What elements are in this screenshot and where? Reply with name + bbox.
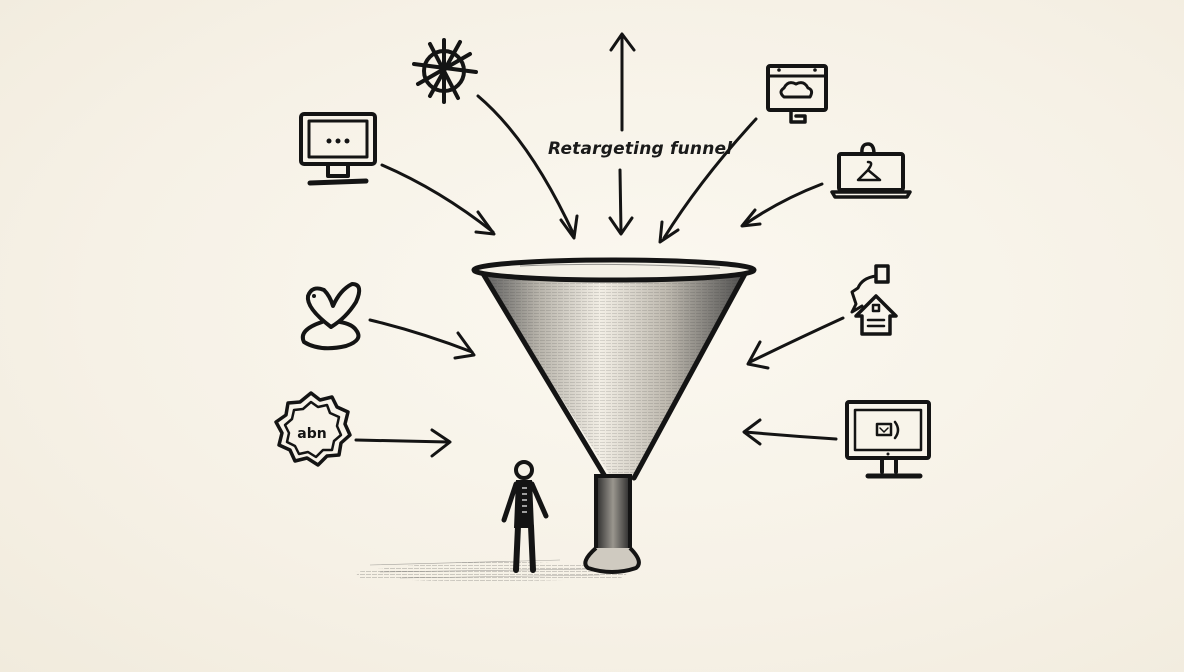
abn-badge-icon [274, 391, 352, 467]
laptop-hanger-icon [830, 142, 912, 199]
arrow-cloud-browser [658, 117, 758, 244]
funnel-icon [471, 257, 757, 574]
ships-wheel-icon [412, 38, 478, 104]
arrow-laptop-hanger [740, 182, 824, 228]
ground-shadow [355, 559, 627, 581]
person-icon [501, 460, 549, 573]
arrow-heart-pin [368, 318, 476, 360]
abn-badge-label: abn [297, 426, 326, 442]
arrow-monitor-dots [380, 163, 496, 236]
cloud-browser-icon [766, 64, 828, 124]
heart-pin-icon [300, 282, 362, 351]
arrow-abn-badge [354, 428, 452, 458]
vertical-arrow-icon [608, 32, 636, 236]
house-icon [850, 264, 898, 336]
arrow-monitor-video [742, 418, 838, 446]
diagram-title: Retargeting funnel [548, 139, 733, 159]
arrow-ships-wheel [476, 94, 579, 240]
monitor-dots-icon [299, 112, 377, 186]
monitor-video-icon [845, 400, 931, 479]
arrow-house [746, 316, 845, 370]
